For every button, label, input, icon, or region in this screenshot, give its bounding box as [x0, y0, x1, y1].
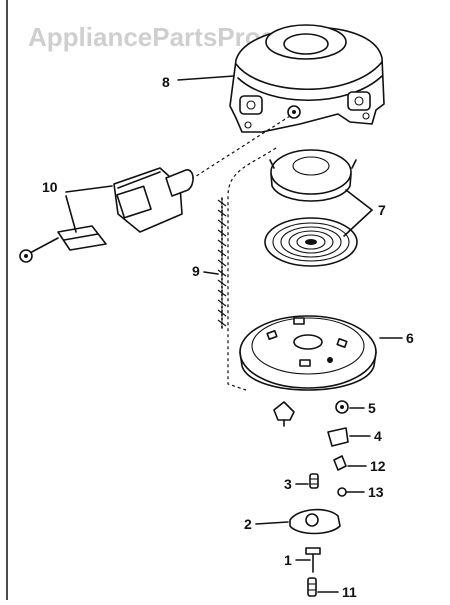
part-8-starter-housing — [229, 24, 385, 133]
callout-1: 1 — [284, 552, 292, 568]
part-10-rope-clip — [57, 225, 107, 251]
callout-3: 3 — [284, 476, 292, 492]
callout-10: 10 — [42, 179, 58, 195]
callout-12: 12 — [370, 458, 386, 474]
callout-6: 6 — [406, 330, 414, 346]
part-1-screw — [305, 547, 321, 573]
callout-9: 9 — [192, 263, 200, 279]
callout-5: 5 — [368, 400, 376, 416]
pulley-pawl-pin — [273, 401, 295, 427]
part-3-spring — [309, 473, 319, 489]
part-11-pin — [307, 577, 317, 597]
part-6-pulley — [239, 315, 377, 391]
part-4-pawl — [327, 427, 349, 447]
rope-path-to-handle — [189, 115, 291, 181]
callout-13: 13 — [368, 484, 384, 500]
callout-2: 2 — [244, 516, 252, 532]
part-12-spring — [333, 455, 347, 471]
callout-7: 7 — [378, 202, 386, 218]
part-7-spring-cover — [269, 149, 357, 202]
part-5-retainer — [335, 400, 349, 414]
clip-screw — [19, 237, 59, 263]
part-10-handle — [113, 167, 194, 233]
leader-lines — [65, 75, 403, 593]
callout-11: 11 — [342, 584, 357, 600]
part-9-starter-rope — [217, 197, 227, 331]
part-13-washer — [337, 487, 347, 497]
callout-4: 4 — [374, 428, 382, 444]
callout-8: 8 — [162, 74, 170, 90]
part-2-brake — [289, 508, 341, 535]
part-7-rewind-spring — [264, 217, 358, 267]
